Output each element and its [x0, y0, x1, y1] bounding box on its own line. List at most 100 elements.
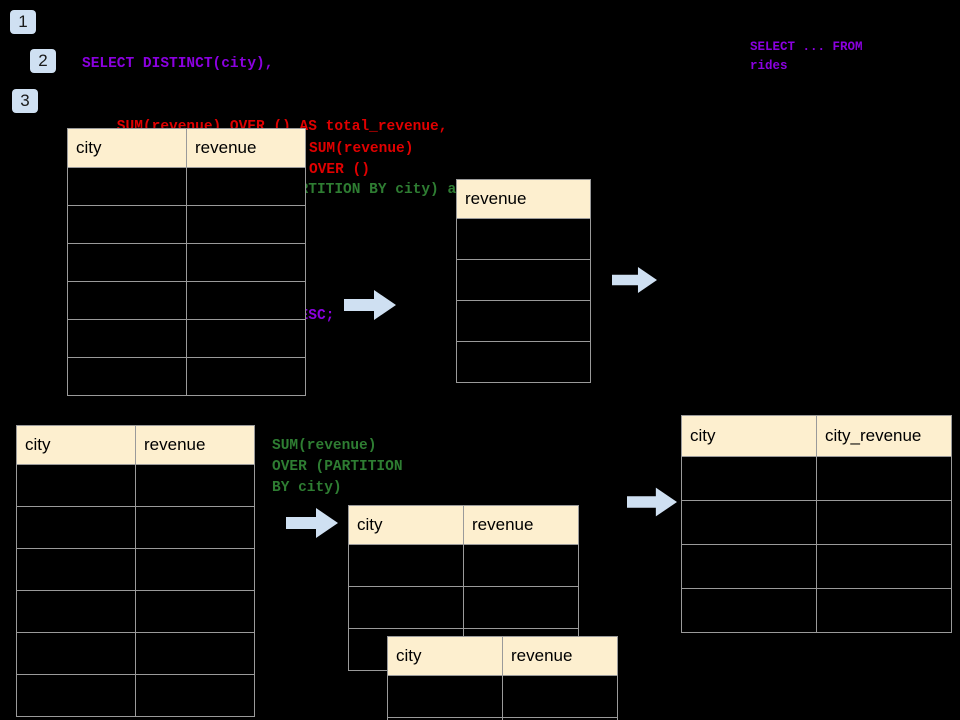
- cell-city: [16, 464, 136, 507]
- cell-city: [67, 319, 187, 358]
- cell-city: [348, 586, 464, 629]
- table-row: [456, 259, 591, 301]
- cell-revenue: [186, 357, 306, 396]
- step-badge-1: 1: [10, 10, 36, 34]
- table-row: [16, 506, 255, 549]
- cell-revenue: [186, 281, 306, 320]
- cell-city: [681, 588, 817, 633]
- cell-city: [16, 674, 136, 717]
- cell-city: [67, 243, 187, 282]
- cell-city: [67, 281, 187, 320]
- table-header-row: city revenue: [16, 425, 255, 465]
- column-header-city: city: [348, 505, 464, 545]
- table-row: [67, 319, 306, 358]
- cell-city-revenue: [816, 544, 952, 589]
- table-header-row: city revenue: [67, 128, 306, 168]
- table-header-row: city revenue: [387, 636, 618, 676]
- cell-revenue: [456, 259, 591, 301]
- table-row: [67, 357, 306, 396]
- cell-revenue: [186, 319, 306, 358]
- arrow-total-to-result: [612, 267, 657, 293]
- cell-city: [16, 548, 136, 591]
- annotation-sum-over-empty: SUM(revenue) OVER (): [309, 141, 414, 178]
- table-city-revenue-result: city city_revenue: [681, 415, 952, 633]
- cell-revenue: [456, 218, 591, 260]
- table-row: [16, 590, 255, 633]
- cell-city: [67, 357, 187, 396]
- step-badge-3: 3: [12, 89, 38, 113]
- table-header-row: city city_revenue: [681, 415, 952, 457]
- arrow-partition-to-result: [627, 487, 677, 517]
- cell-revenue: [135, 632, 255, 675]
- table-row: [681, 456, 952, 501]
- cell-revenue: [463, 544, 579, 587]
- cell-revenue: [186, 167, 306, 206]
- table-row: [67, 243, 306, 282]
- cell-city: [348, 544, 464, 587]
- cell-revenue: [186, 243, 306, 282]
- column-header-revenue: revenue: [502, 636, 618, 676]
- cell-revenue: [135, 548, 255, 591]
- cell-city: [16, 506, 136, 549]
- column-header-city: city: [16, 425, 136, 465]
- cell-city: [387, 675, 503, 718]
- table-rides-source: city revenue: [67, 128, 306, 396]
- column-header-city-revenue: city_revenue: [816, 415, 952, 457]
- table-partition-group-front: city revenue: [387, 636, 618, 720]
- table-row: [16, 548, 255, 591]
- table-row: [681, 588, 952, 633]
- cell-revenue: [135, 674, 255, 717]
- sql-line-select: SELECT DISTINCT(city),: [82, 56, 274, 72]
- table-rides-partition-source: city revenue: [16, 425, 255, 717]
- cell-city: [16, 590, 136, 633]
- table-row: [387, 675, 618, 718]
- column-header-revenue: revenue: [463, 505, 579, 545]
- table-row: [681, 544, 952, 589]
- table-row: [67, 167, 306, 206]
- table-total-revenue: revenue: [456, 179, 591, 383]
- cell-city-revenue: [816, 588, 952, 633]
- table-row: [16, 464, 255, 507]
- table-row: [16, 632, 255, 675]
- column-header-revenue: revenue: [186, 128, 306, 168]
- table-row: [681, 500, 952, 545]
- table-partition-group-back: city revenue: [348, 505, 579, 671]
- cell-revenue: [456, 341, 591, 383]
- table-row: [456, 300, 591, 342]
- cell-revenue: [135, 506, 255, 549]
- table-row: [387, 717, 618, 720]
- cell-revenue: [502, 717, 618, 720]
- cell-city: [16, 632, 136, 675]
- column-header-revenue: revenue: [456, 179, 591, 219]
- cell-city: [67, 167, 187, 206]
- table-header-row: revenue: [456, 179, 591, 219]
- annotation-select-from-rides: SELECT ... FROM rides: [750, 40, 863, 73]
- table-row: [16, 674, 255, 717]
- cell-city-revenue: [816, 500, 952, 545]
- table-header-row: city revenue: [348, 505, 579, 545]
- column-header-city: city: [681, 415, 817, 457]
- table-row: [456, 218, 591, 260]
- cell-revenue: [135, 464, 255, 507]
- table-row: [348, 586, 579, 629]
- table-row: [456, 341, 591, 383]
- arrow-source-to-total: [344, 290, 396, 320]
- annotation-sum-over-partition: SUM(revenue) OVER (PARTITION BY city): [272, 438, 403, 496]
- cell-revenue: [463, 586, 579, 629]
- cell-city: [67, 205, 187, 244]
- cell-revenue: [502, 675, 618, 718]
- step-badge-2: 2: [30, 49, 56, 73]
- cell-city: [681, 500, 817, 545]
- column-header-revenue: revenue: [135, 425, 255, 465]
- cell-city-revenue: [816, 456, 952, 501]
- table-row: [67, 281, 306, 320]
- cell-revenue: [186, 205, 306, 244]
- table-row: [67, 205, 306, 244]
- column-header-city: city: [67, 128, 187, 168]
- cell-revenue: [135, 590, 255, 633]
- arrow-source-to-partition: [286, 508, 338, 538]
- table-row: [348, 544, 579, 587]
- cell-revenue: [456, 300, 591, 342]
- cell-city: [681, 456, 817, 501]
